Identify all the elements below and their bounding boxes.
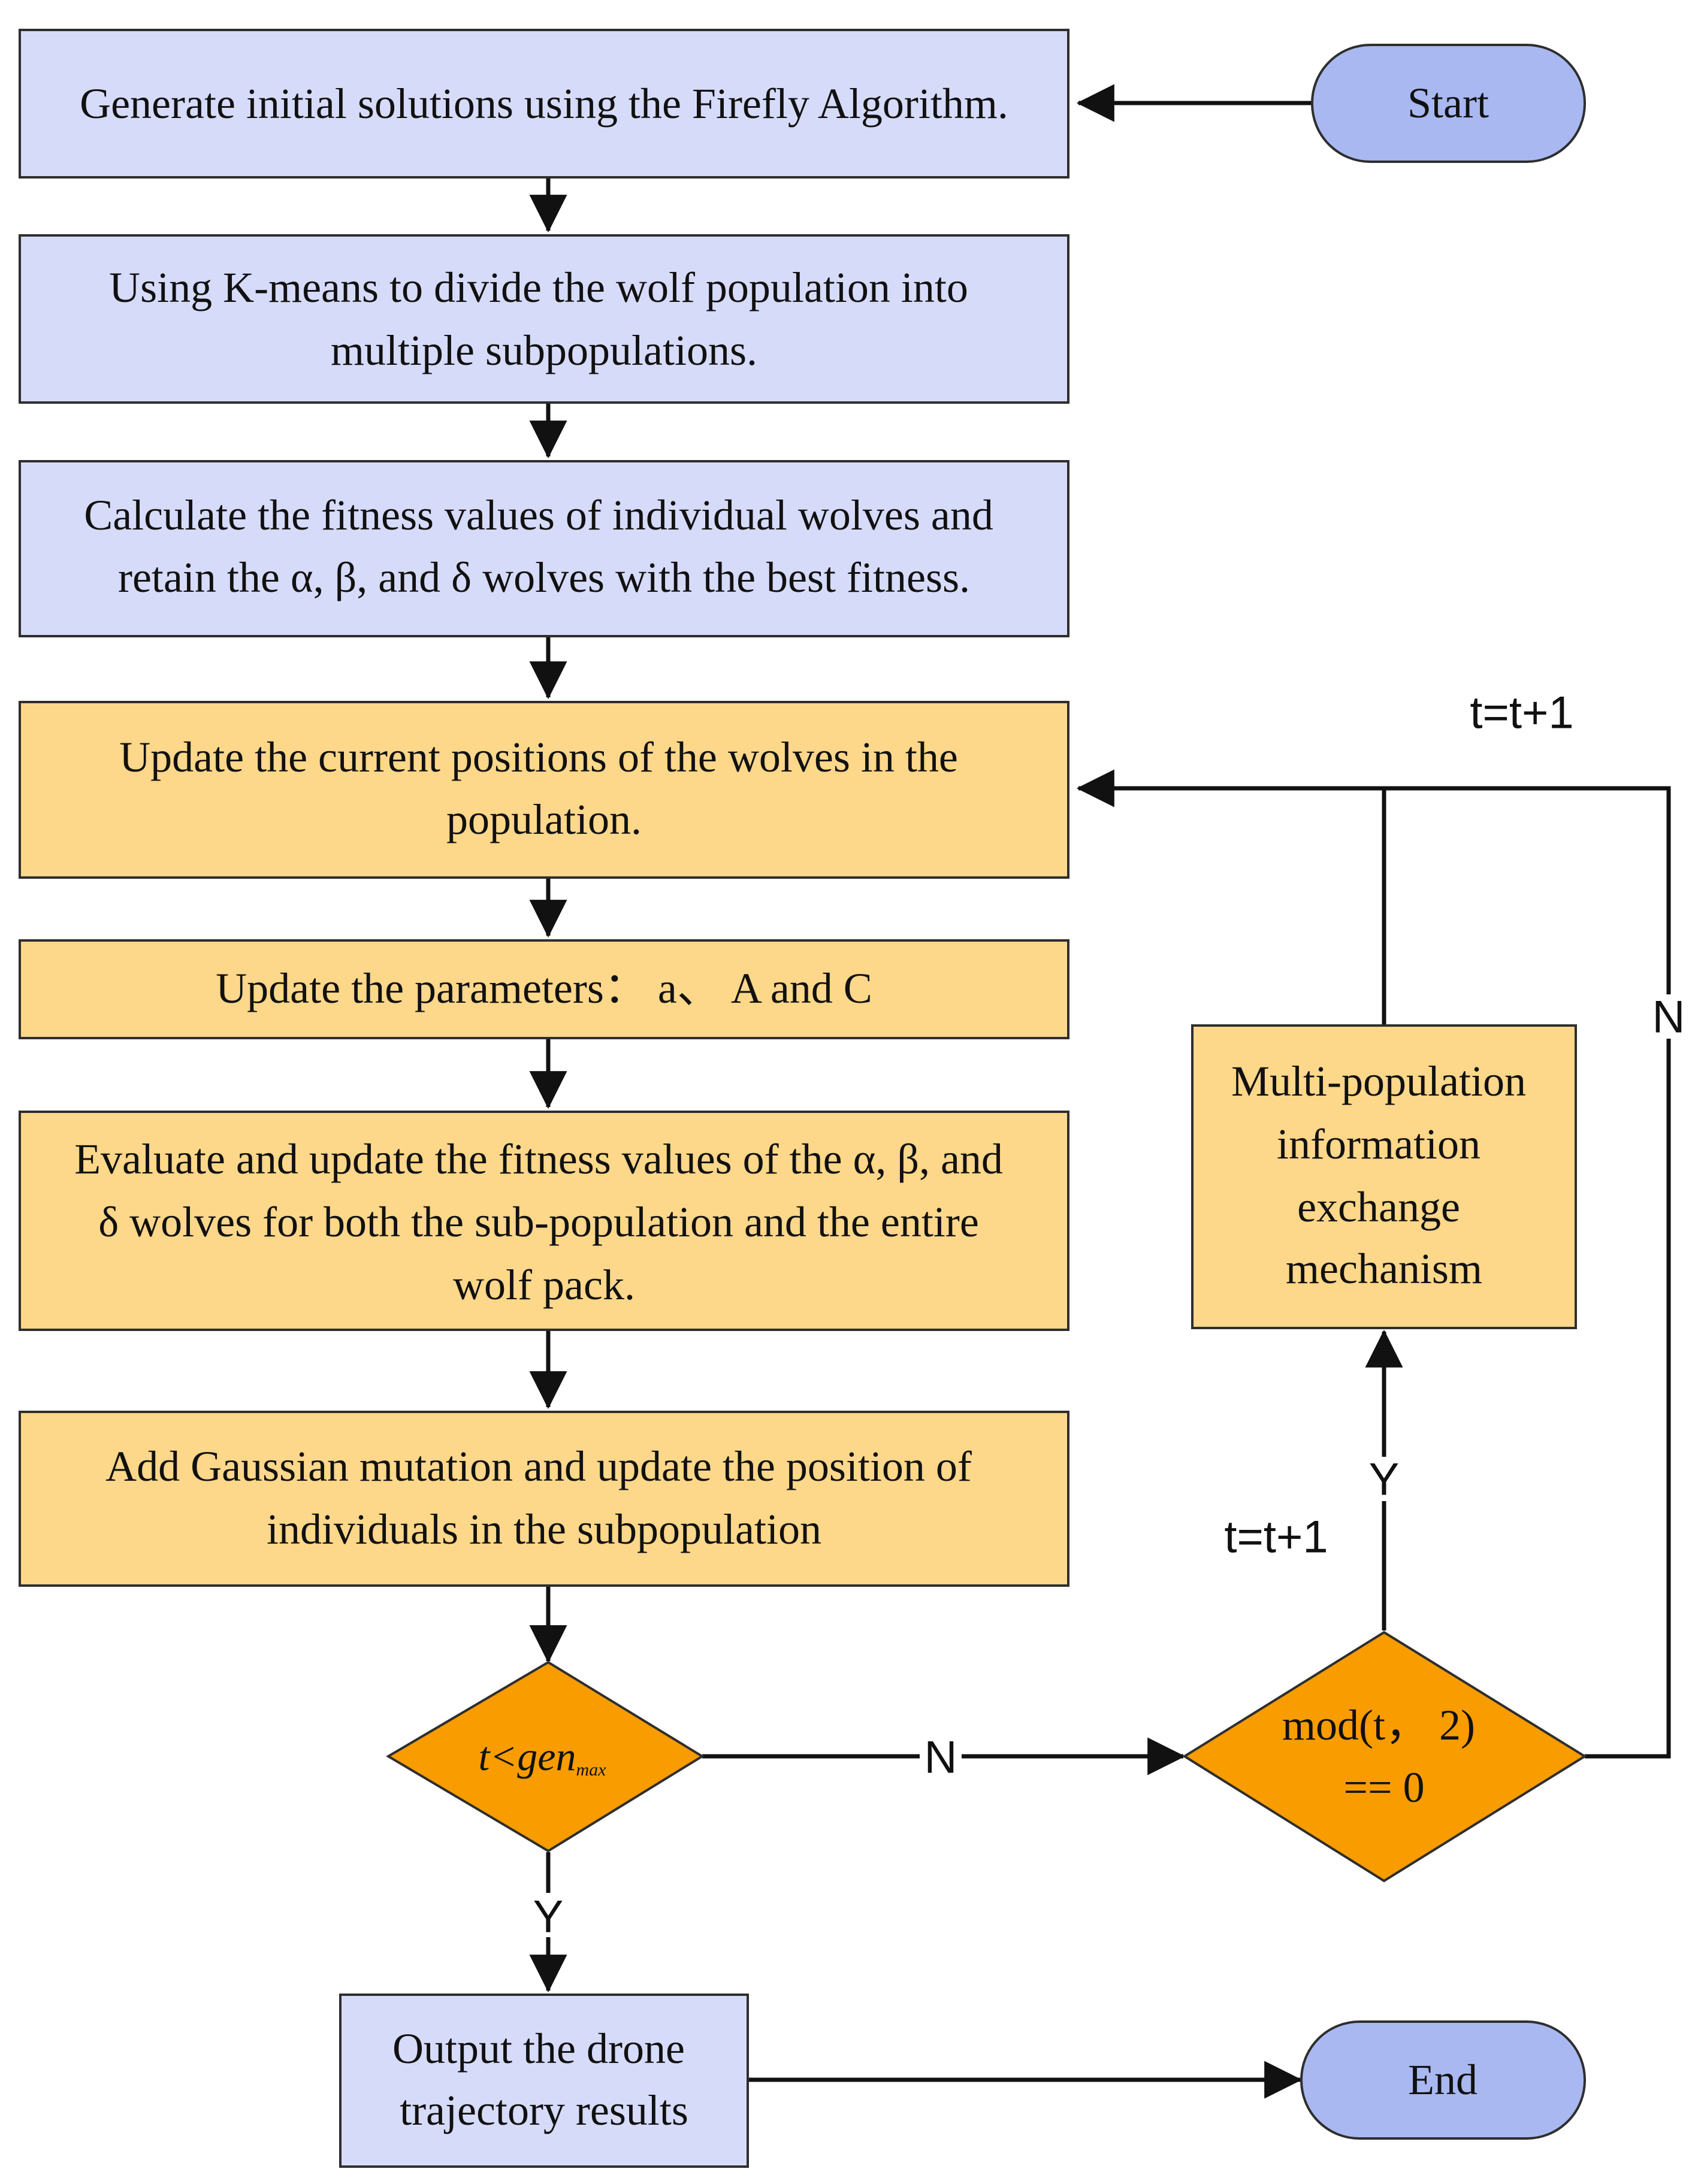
step7-line-1: individuals in the subpopulation bbox=[267, 1505, 821, 1553]
step-generate-solutions: Generate initial solutions using the Fir… bbox=[19, 29, 1069, 179]
decision-max-generation: t<genmax bbox=[386, 1660, 705, 1853]
mod-line-0: mod(t， 2) bbox=[1282, 1701, 1475, 1749]
step-generate-solutions-text: Generate initial solutions using the Fir… bbox=[80, 80, 1008, 128]
step-kmeans-divide-text: Using K-means to divide the wolf populat… bbox=[109, 264, 979, 374]
step7-line-0: Add Gaussian mutation and update the pos… bbox=[105, 1442, 972, 1490]
step3-line-1: retain the α, β, and δ wolves with the b… bbox=[118, 553, 970, 601]
step-evaluate-fitness-text: Evaluate and update the fitness values o… bbox=[74, 1135, 1014, 1309]
step-exchange-mechanism-text: Multi-population information exchange me… bbox=[1231, 1057, 1537, 1293]
step-update-parameters-text: Update the parameters： a、 A and C bbox=[216, 964, 872, 1012]
exchange-line-3: mechanism bbox=[1286, 1245, 1482, 1293]
step-output-results: Output the drone trajectory results bbox=[339, 1994, 749, 2168]
step-gaussian-mutation-text: Add Gaussian mutation and update the pos… bbox=[105, 1442, 983, 1553]
exchange-line-2: exchange bbox=[1297, 1183, 1460, 1231]
decision-mod-check: mod(t， 2) == 0 bbox=[1182, 1631, 1587, 1883]
step-kmeans-divide: Using K-means to divide the wolf populat… bbox=[19, 234, 1069, 404]
step-gaussian-mutation: Add Gaussian mutation and update the pos… bbox=[19, 1411, 1069, 1587]
step6-line-0: Evaluate and update the fitness values o… bbox=[74, 1135, 1003, 1183]
step6-line-1: δ wolves for both the sub-population and… bbox=[98, 1198, 979, 1246]
decision-max-generation-text: t<genmax bbox=[479, 1734, 607, 1780]
mod-line-1: == 0 bbox=[1343, 1763, 1424, 1811]
output-line-0: Output the drone bbox=[392, 2025, 685, 2073]
step-exchange-mechanism: Multi-population information exchange me… bbox=[1191, 1024, 1577, 1329]
step4-line-1: population. bbox=[446, 795, 642, 843]
end-terminal: End bbox=[1300, 2020, 1586, 2140]
step5-line-0: Update the parameters： a、 A and C bbox=[216, 964, 872, 1012]
step-evaluate-fitness: Evaluate and update the fitness values o… bbox=[19, 1111, 1069, 1331]
label-no-main: N bbox=[924, 1732, 957, 1783]
edge-mod-no-loop bbox=[1384, 786, 1671, 1759]
decision-max-generation-subscript: max bbox=[576, 1760, 606, 1780]
step-update-parameters: Update the parameters： a、 A and C bbox=[19, 939, 1069, 1039]
exchange-line-1: information bbox=[1277, 1120, 1481, 1168]
edge-exchange-to-step4 bbox=[1076, 769, 1386, 1026]
edges bbox=[529, 84, 1671, 2099]
end-label: End bbox=[1408, 2056, 1478, 2104]
step1-line-0: Generate initial solutions using the Fir… bbox=[80, 80, 1008, 128]
label-increment-top: t=t+1 bbox=[1470, 688, 1573, 739]
label-yes-main: Y bbox=[533, 1892, 564, 1943]
label-increment-mid: t=t+1 bbox=[1224, 1512, 1328, 1563]
decision-mod-check-text: mod(t， 2) == 0 bbox=[1282, 1701, 1486, 1811]
step-output-results-text: Output the drone trajectory results bbox=[392, 2025, 696, 2134]
step2-line-1: multiple subpopulations. bbox=[331, 326, 757, 374]
step-calculate-fitness-text: Calculate the fitness values of individu… bbox=[84, 491, 1004, 601]
step3-line-0: Calculate the fitness values of individu… bbox=[84, 491, 993, 539]
step-calculate-fitness: Calculate the fitness values of individu… bbox=[19, 460, 1069, 637]
edge-labels: N Y Y N t=t+1 t=t+1 bbox=[527, 688, 1690, 1943]
step2-line-0: Using K-means to divide the wolf populat… bbox=[109, 264, 968, 311]
label-yes-mod: Y bbox=[1369, 1454, 1400, 1505]
label-no-mod: N bbox=[1652, 992, 1685, 1043]
output-line-1: trajectory results bbox=[400, 2086, 688, 2134]
step4-line-0: Update the current positions of the wolv… bbox=[119, 733, 958, 781]
start-terminal: Start bbox=[1311, 44, 1586, 163]
step-update-positions-text: Update the current positions of the wolv… bbox=[119, 733, 969, 843]
step6-line-2: wolf pack. bbox=[453, 1261, 635, 1309]
step-update-positions: Update the current positions of the wolv… bbox=[19, 701, 1069, 879]
exchange-line-0: Multi-population bbox=[1231, 1057, 1526, 1105]
decision-max-generation-prefix: t<gen bbox=[479, 1734, 576, 1779]
start-label: Start bbox=[1407, 79, 1489, 127]
